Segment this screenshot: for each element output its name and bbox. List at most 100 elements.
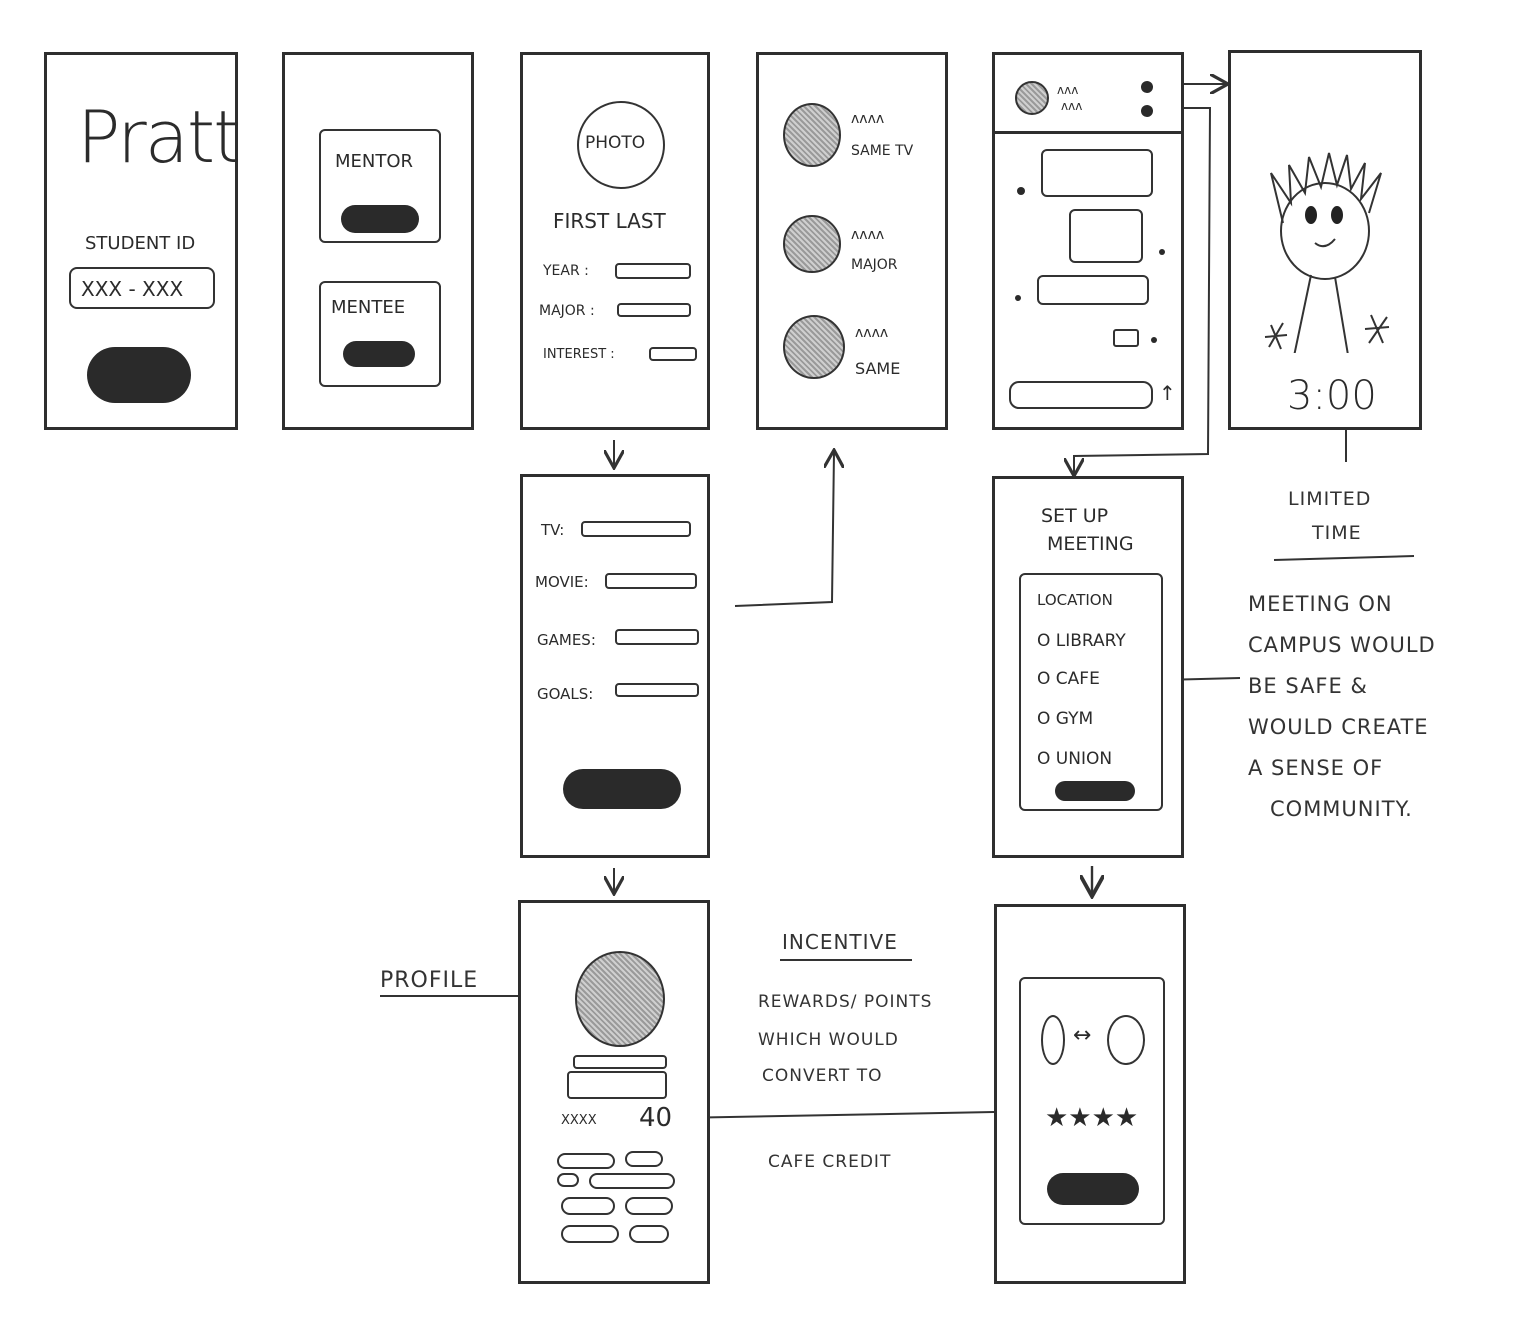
student-id-label: STUDENT ID [85,233,196,254]
campus-note-line3: BE SAFE & [1248,674,1368,698]
star-rating-icon[interactable]: ★★★★ [1045,1103,1139,1133]
mentor-label: MENTOR [335,151,414,172]
sender-dot-1 [1017,187,1025,195]
message-bubble-4 [1113,329,1139,347]
campus-note-line2: CAMPUS WOULD [1248,633,1436,657]
chat-avatar[interactable] [1015,81,1049,115]
campus-note-line5: A SENSE OF [1248,756,1384,780]
sender-dot-4 [1151,337,1157,343]
meeting-title-line1: SET UP [1041,505,1109,527]
campus-note-line6: COMMUNITY. [1270,797,1413,821]
arrow-interests-to-matches [734,452,834,607]
mentee-avatar-outline [1107,1015,1145,1065]
chat-input[interactable] [1009,381,1153,409]
badge-6 [625,1197,673,1215]
matches-screen: ʌʌʌʌ SAME TV ʌʌʌʌ MAJOR ʌʌʌʌ SAME [756,52,948,430]
match-squiggle-2: ʌʌʌʌ [851,227,885,243]
interest-field[interactable] [649,347,697,361]
match-avatar-2[interactable] [783,215,841,273]
chat-squiggle-1: ʌʌʌ [1057,83,1079,97]
meeting-screen: SET UP MEETING LOCATION O LIBRARY O CAFE… [992,476,1184,858]
profile-screen: XXXX 40 [518,900,710,1284]
chat-header-divider [995,131,1181,134]
match-squiggle-1: ʌʌʌʌ [851,111,885,127]
badge-2 [625,1151,663,1167]
arrow-chat-to-meeting [1074,107,1212,474]
match-label-2: MAJOR [851,257,898,273]
profile-info-bar [567,1071,667,1099]
rating-card: ↔ ★★★★ [1019,977,1165,1225]
login-screen: Pratt STUDENT ID XXX - XXX [44,52,241,430]
match-label-3: SAME [855,359,901,378]
meeting-dot-button[interactable] [1141,105,1153,117]
option-cafe[interactable]: O CAFE [1037,669,1100,689]
option-union[interactable]: O UNION [1037,749,1113,769]
student-id-value: XXX - XXX [81,277,184,301]
profile-name-bar [573,1055,667,1069]
movie-field[interactable] [605,573,697,589]
mentee-button[interactable] [343,341,415,367]
badge-5 [561,1197,615,1215]
option-gym[interactable]: O GYM [1037,709,1094,729]
incentive-line2: WHICH WOULD [758,1030,899,1050]
profile-avatar [575,951,665,1047]
games-label: GAMES: [537,631,596,649]
message-bubble-2 [1069,209,1143,263]
name-text: FIRST LAST [553,209,666,233]
chat-screen: ʌʌʌ ʌʌʌ ↑ [992,52,1184,430]
line-points-to-rating [675,1111,995,1119]
send-icon[interactable]: ↑ [1159,381,1176,405]
meeting-submit-button[interactable] [1055,781,1135,801]
message-bubble-1 [1041,149,1153,197]
timer-value: 3:00 [1287,373,1377,419]
timer-screen: 3:00 [1228,50,1422,430]
incentive-line1: REWARDS/ POINTS [758,992,933,1012]
login-button[interactable] [87,347,191,403]
games-field[interactable] [615,629,699,645]
major-field[interactable] [617,303,691,317]
tv-field[interactable] [581,521,691,537]
points-value: 40 [639,1103,673,1133]
incentive-title: INCENTIVE [782,930,898,954]
goals-field[interactable] [615,683,699,697]
student-id-input[interactable]: XXX - XXX [69,267,215,309]
interests-submit-button[interactable] [563,769,681,809]
goals-label: GOALS: [537,685,594,703]
profile-annotation: PROFILE [380,968,479,993]
campus-note-line1: MEETING ON [1248,592,1393,616]
incentive-footer: CAFE CREDIT [768,1152,892,1172]
sender-dot-3 [1015,295,1021,301]
option-library[interactable]: O LIBRARY [1037,631,1126,651]
rating-submit-button[interactable] [1047,1173,1139,1205]
incentive-line3: CONVERT TO [762,1066,883,1086]
year-field[interactable] [615,263,691,279]
mentor-card[interactable]: MENTOR [319,129,441,243]
photo-placeholder[interactable]: PHOTO [577,101,665,189]
points-label: XXXX [561,1113,597,1128]
photo-label: PHOTO [585,133,646,153]
campus-note-line4: WOULD CREATE [1248,715,1429,739]
badge-3 [557,1173,579,1187]
match-avatar-3[interactable] [783,315,845,379]
year-label: YEAR : [543,263,589,279]
limited-underline [1273,555,1415,561]
app-logo: Pratt [77,95,241,179]
match-avatar-1[interactable] [783,103,841,167]
interests-screen: TV: MOVIE: GAMES: GOALS: [520,474,710,858]
movie-label: MOVIE: [535,573,589,591]
match-squiggle-3: ʌʌʌʌ [855,325,889,341]
profile-setup-screen: PHOTO FIRST LAST YEAR : MAJOR : INTEREST… [520,52,710,430]
limited-note-line2: TIME [1312,522,1362,544]
badge-4 [589,1173,675,1189]
mentee-card[interactable]: MENTEE [319,281,441,387]
mentor-avatar-outline [1041,1015,1065,1065]
chat-squiggle-2: ʌʌʌ [1061,99,1083,113]
rating-screen: ↔ ★★★★ [994,904,1186,1284]
major-label: MAJOR : [539,303,595,319]
badge-8 [629,1225,669,1243]
timer-dot-button[interactable] [1141,81,1153,93]
mentor-button[interactable] [341,205,419,233]
mentee-label: MENTEE [331,297,406,318]
location-label: LOCATION [1037,591,1113,609]
